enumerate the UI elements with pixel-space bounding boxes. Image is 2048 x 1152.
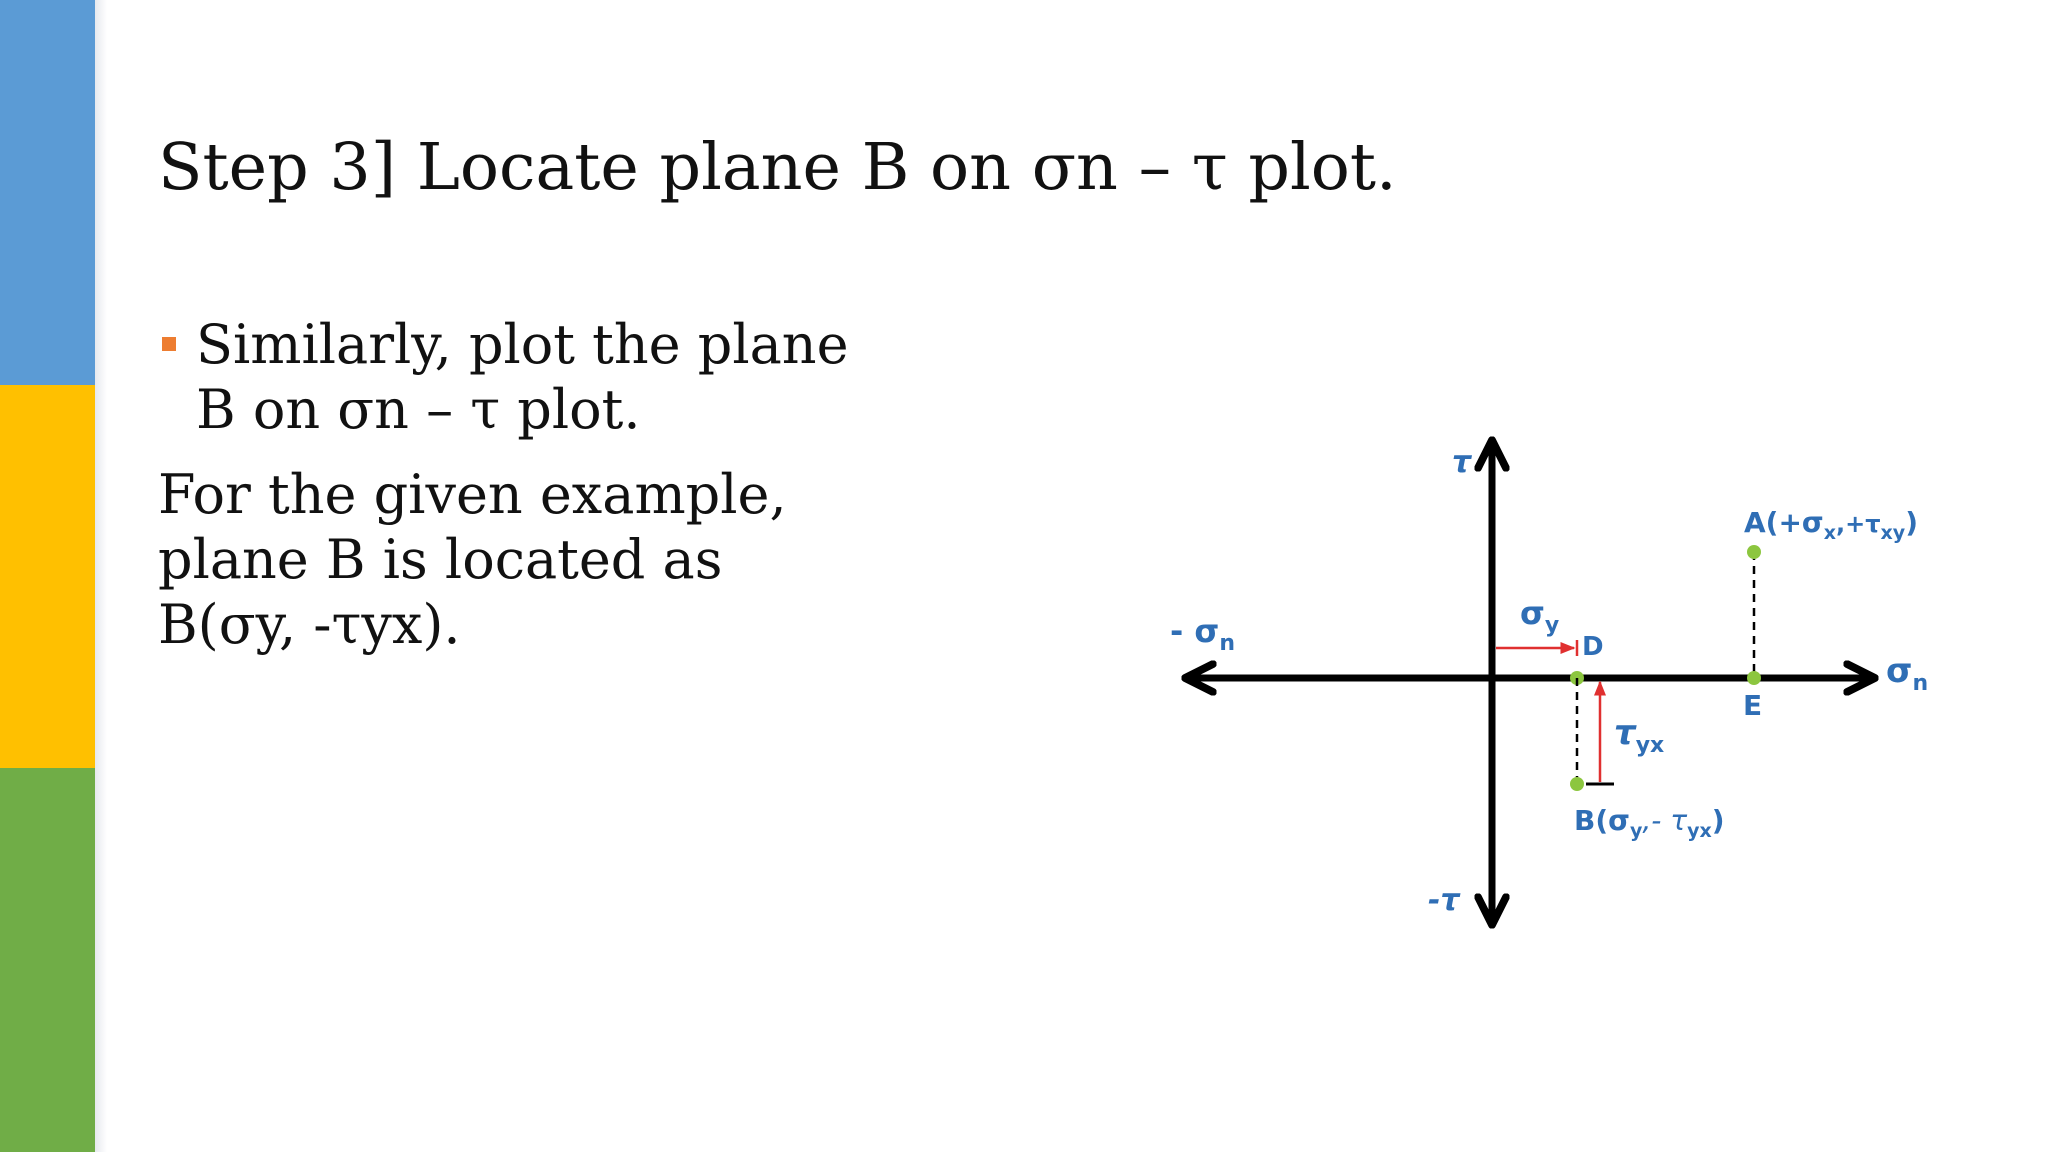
bullet-text: Similarly, plot the plane B on σn – τ pl… [196,312,918,442]
neg-tau-axis-label: -τ [1428,883,1461,918]
sigma-axis-label: σn [1886,651,1928,696]
point-b-label: B(σy,- τyx) [1574,804,1725,842]
mohr-diagram: τ -τ - σn σn σy D τyx B(σy,- τyx) A(+σx,… [1170,410,1928,950]
point-e [1747,671,1761,685]
neg-sigma-axis-label: - σn [1170,612,1235,656]
example-paragraph: For the given example, plane B is locate… [158,462,918,657]
bullet-line-1: Similarly, plot the plane [196,313,849,376]
point-a [1747,545,1761,559]
paragraph-line-1: For the given example, [158,463,787,526]
point-a-label: A(+σx,+τxy) [1744,506,1918,544]
side-band-green [0,768,95,1152]
bullet-item: Similarly, plot the plane B on σn – τ pl… [158,312,918,442]
square-bullet-icon [162,337,176,351]
point-b [1570,777,1584,791]
slide-title: Step 3] Locate plane B on σn – τ plot. [158,130,1397,205]
paragraph-line-2: plane B is located as [158,528,723,591]
point-d-label: D [1582,632,1604,662]
point-e-label: E [1743,689,1762,722]
bullet-line-2: B on σn – τ plot. [196,378,641,441]
side-band-yellow [0,385,95,768]
side-band-blue [0,0,95,385]
side-band-shadow [95,0,107,1152]
sigma-y-label: σy [1520,594,1559,638]
paragraph-line-3: B(σy, -τyx). [158,593,461,656]
tau-yx-label: τyx [1614,713,1664,758]
tau-axis-label: τ [1452,445,1473,480]
